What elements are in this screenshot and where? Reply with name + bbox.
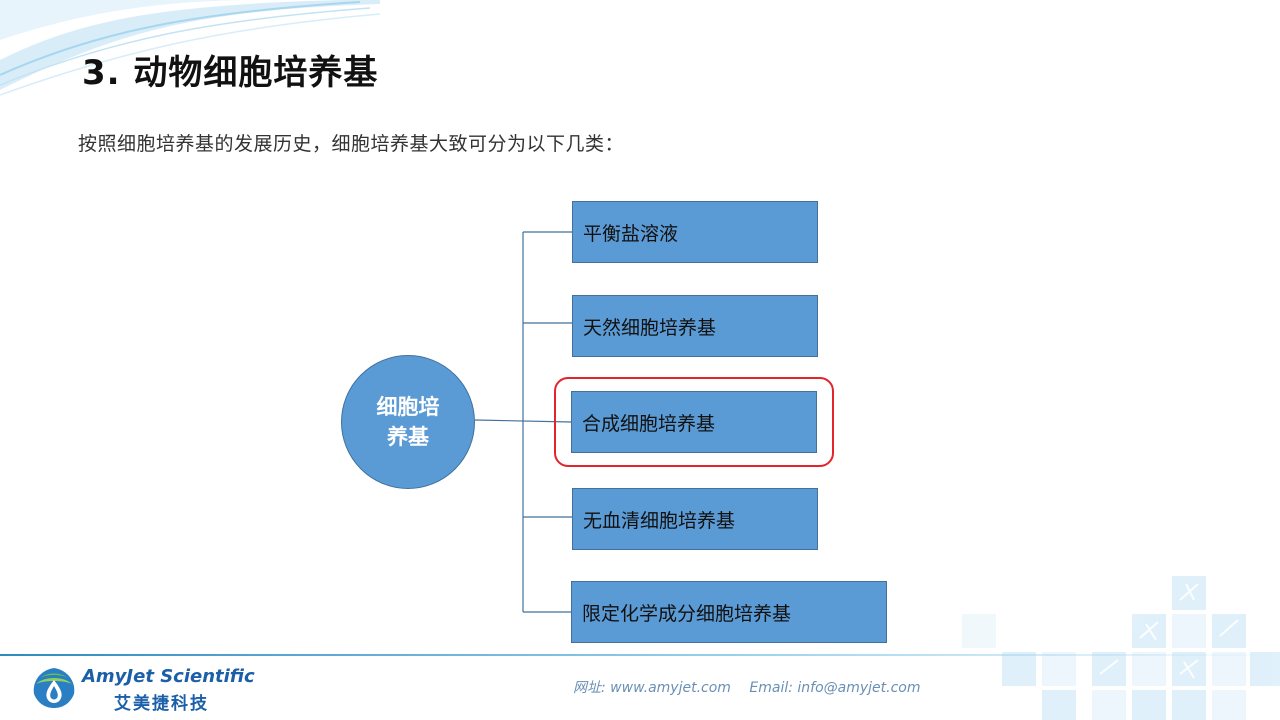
center-node-label: 细胞培养基 (376, 395, 440, 449)
logo-text-en: AmyJet Scientific (82, 666, 255, 687)
website-link[interactable]: 网址: www.amyjet.com (573, 680, 731, 696)
branch-node-label: 天然细胞培养基 (583, 316, 717, 339)
branch-node-label: 平衡盐溶液 (583, 222, 679, 245)
footer-divider (0, 654, 1280, 656)
footer-contact: 网址: www.amyjet.com Email: info@amyjet.co… (573, 677, 935, 697)
branch-node-2: 天然细胞培养基 (572, 295, 818, 357)
decorative-wave (0, 0, 380, 96)
branch-node-label: 限定化学成分细胞培养基 (582, 602, 792, 625)
company-logo: AmyJet Scientific 艾美捷科技 (30, 662, 270, 714)
slide-title: 3. 动物细胞培养基 (82, 53, 379, 93)
branch-node-3: 合成细胞培养基 (571, 391, 817, 453)
branch-node-label: 合成细胞培养基 (582, 412, 716, 435)
branch-node-label: 无血清细胞培养基 (583, 509, 736, 532)
email-link[interactable]: Email: info@amyjet.com (749, 680, 921, 696)
highlight-frame (554, 377, 834, 467)
branch-node-4: 无血清细胞培养基 (572, 488, 818, 550)
slide-subtitle: 按照细胞培养基的发展历史，细胞培养基大致可分为以下几类： (78, 133, 625, 155)
decorative-tiles (962, 576, 1280, 720)
branch-node-5: 限定化学成分细胞培养基 (571, 581, 887, 643)
logo-text-cn: 艾美捷科技 (114, 694, 209, 714)
center-node: 细胞培养基 (341, 355, 475, 489)
branch-node-1: 平衡盐溶液 (572, 201, 818, 263)
logo-mark-icon (33, 668, 75, 708)
